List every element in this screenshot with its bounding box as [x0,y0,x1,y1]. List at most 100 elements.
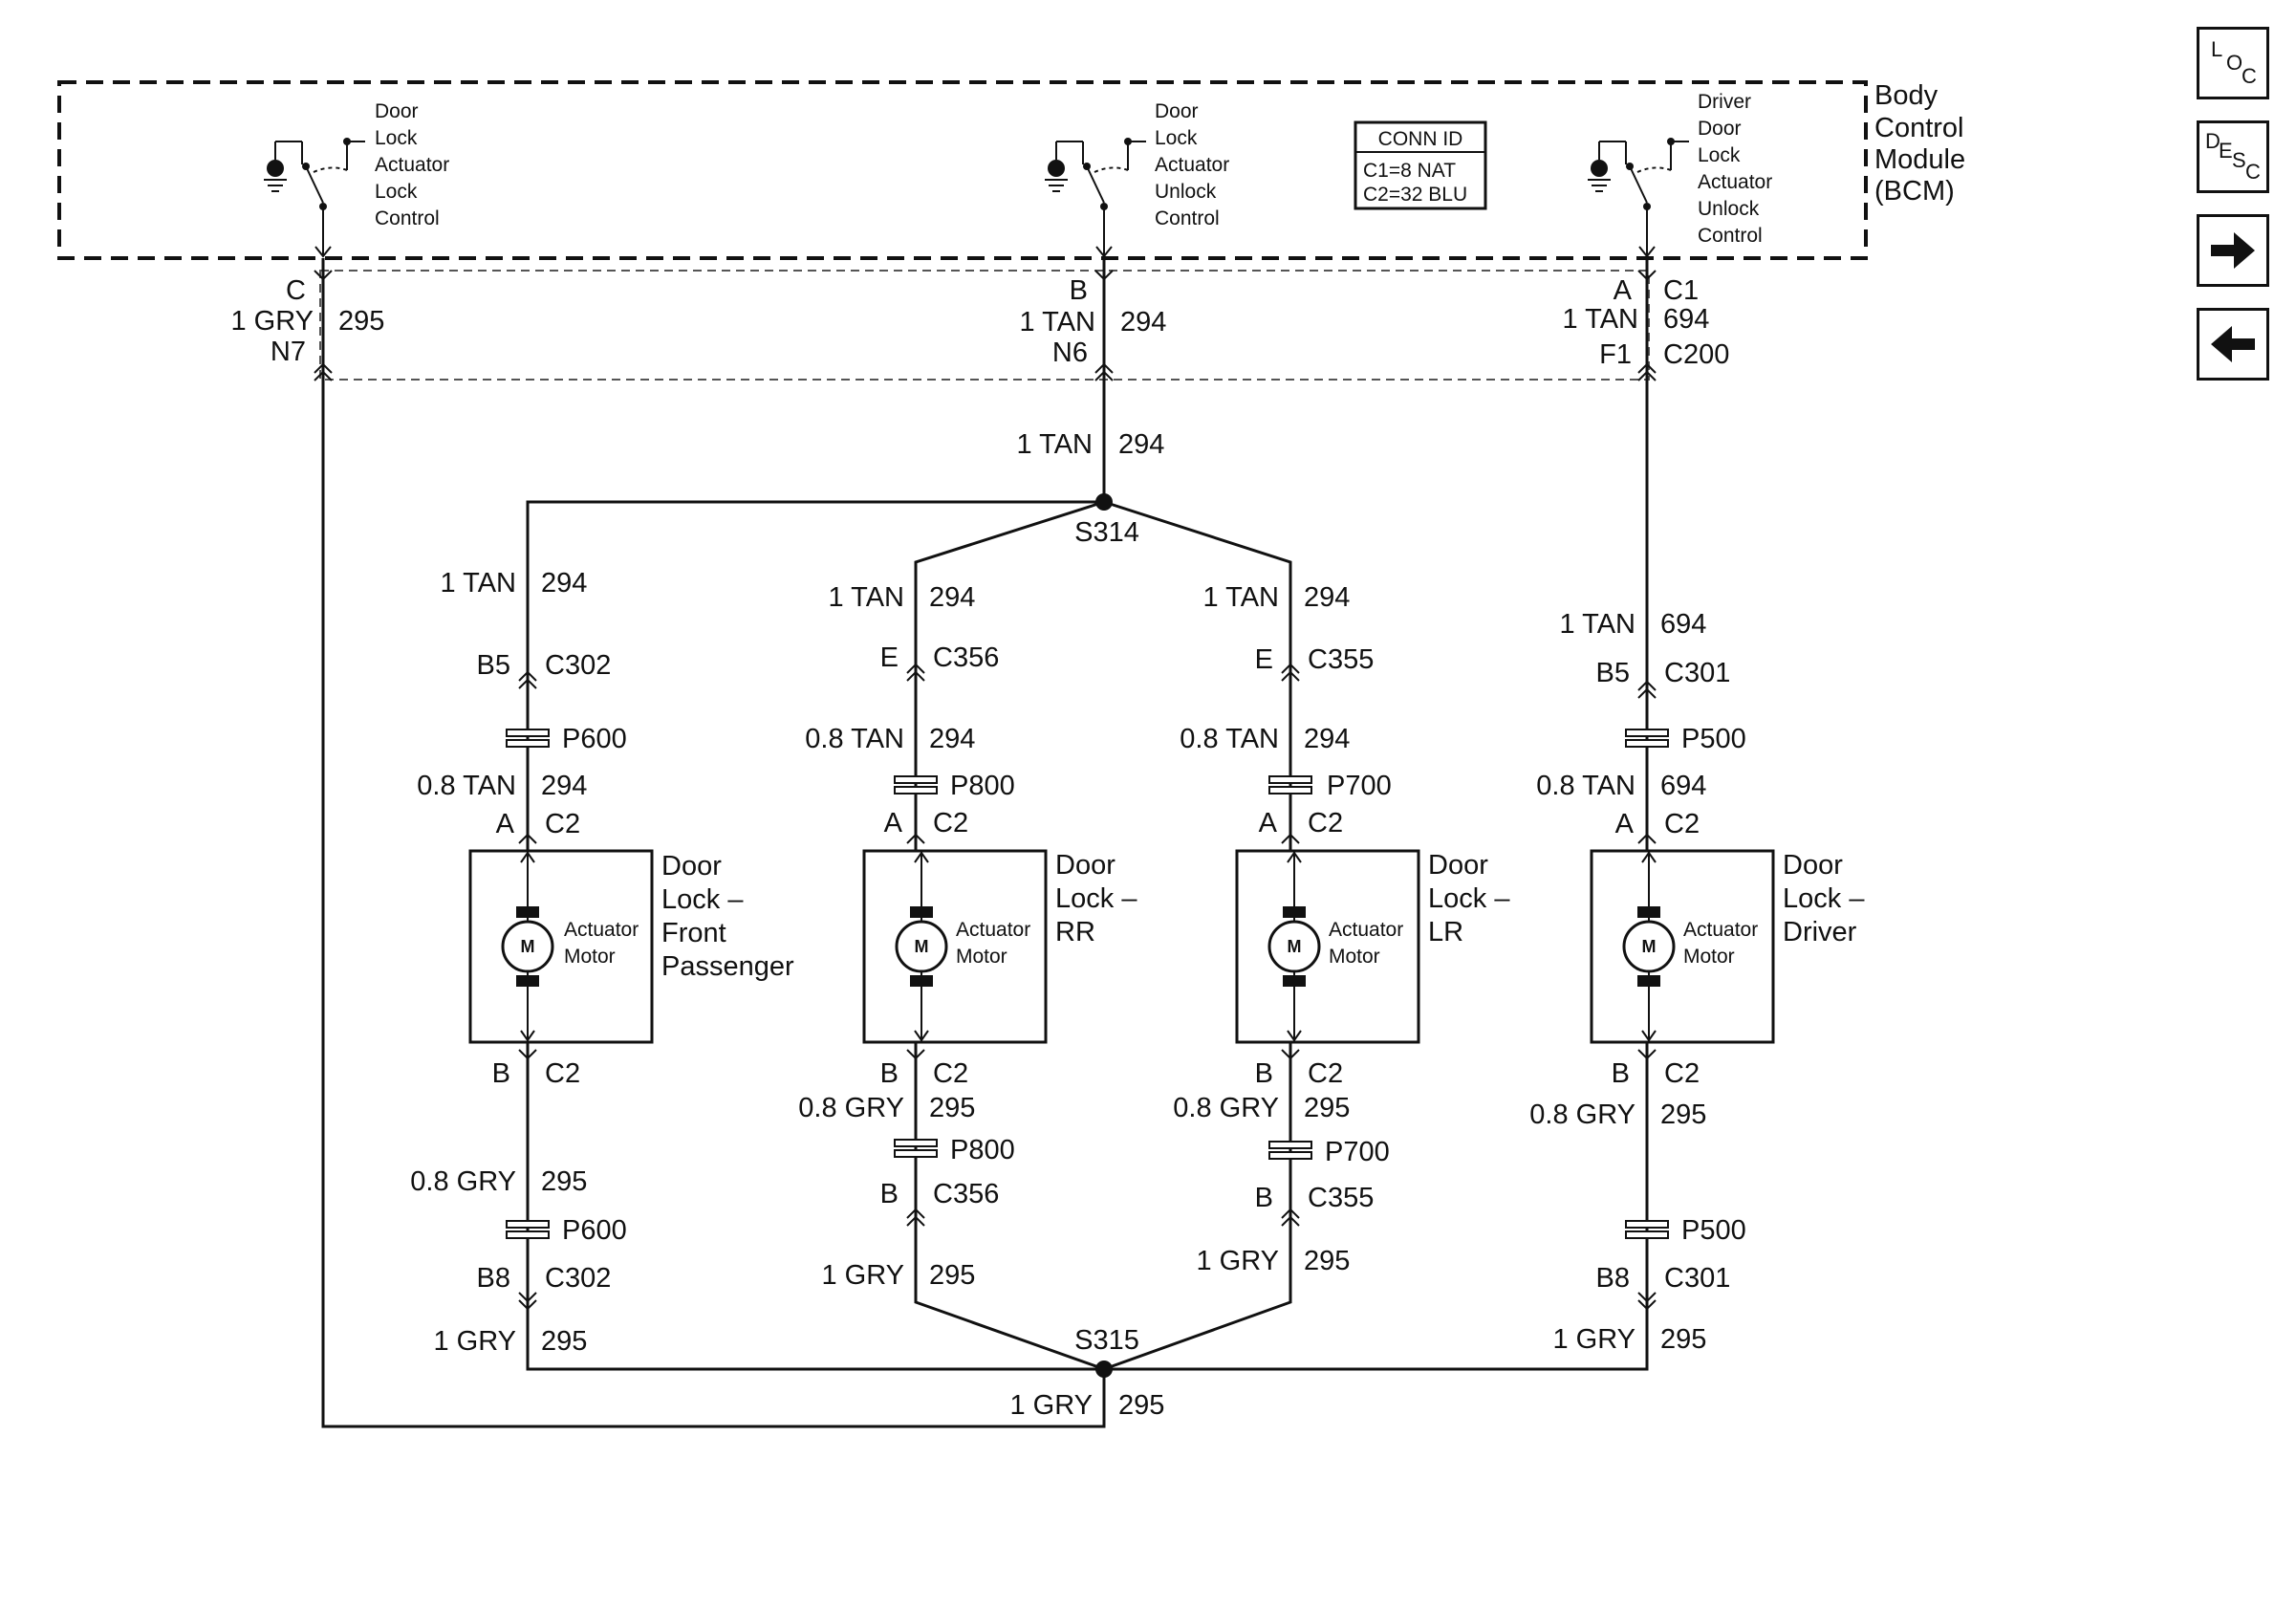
svg-text:B: B [880,1058,899,1089]
svg-text:C355: C355 [1308,1183,1374,1213]
svg-text:295: 295 [929,1093,975,1123]
unlock-control-switch: Door Lock Actuator Unlock Control [1045,100,1229,258]
svg-text:Control: Control [1155,207,1220,229]
svg-text:Door: Door [1055,850,1116,881]
svg-text:C302: C302 [545,650,611,681]
svg-text:E: E [2219,139,2233,163]
location-button[interactable]: L O C [2197,27,2269,99]
svg-text:C2: C2 [1664,1058,1700,1089]
svg-text:C2: C2 [933,808,968,838]
svg-text:B: B [880,1179,899,1209]
motor-symbol [1267,920,1321,973]
svg-text:B: B [1070,275,1088,306]
svg-text:B5: B5 [1596,658,1630,688]
svg-text:295: 295 [1660,1099,1706,1130]
next-button[interactable] [2197,214,2269,287]
svg-text:A: A [1615,809,1635,839]
svg-text:C: C [2242,64,2257,88]
svg-text:Lock –: Lock – [1055,883,1137,914]
svg-text:C1=8 NAT: C1=8 NAT [1363,160,1456,182]
svg-text:P500: P500 [1681,1215,1746,1246]
svg-text:Door: Door [661,851,722,882]
actuator-box [1235,849,1420,1044]
svg-text:S: S [2232,148,2246,172]
actuator-box [1590,849,1775,1044]
svg-text:295: 295 [1304,1093,1350,1123]
svg-text:295: 295 [1660,1324,1706,1355]
svg-text:Control: Control [1874,113,1964,143]
svg-text:N6: N6 [1052,337,1088,368]
svg-text:A: A [1614,275,1633,306]
svg-text:E: E [1255,644,1273,675]
svg-text:C301: C301 [1664,1263,1730,1294]
svg-text:0.8 GRY: 0.8 GRY [1529,1099,1635,1130]
svg-text:0.8 TAN: 0.8 TAN [417,771,516,801]
inline-pass-through-p700-upper [1268,775,1312,795]
door-front-passenger: 1 TAN 294 B5 C302 P600 0.8 TAN 294 A C2 … [410,568,794,1357]
svg-text:C2: C2 [933,1058,968,1089]
svg-text:Lock –: Lock – [1428,883,1510,914]
svg-text:294: 294 [1304,724,1350,754]
svg-text:Lock: Lock [375,127,418,149]
svg-text:1 TAN: 1 TAN [828,582,904,613]
svg-text:Door: Door [1783,850,1843,881]
motor-symbol [501,920,554,973]
svg-text:0.8 GRY: 0.8 GRY [1173,1093,1279,1123]
svg-text:1 GRY: 1 GRY [821,1260,904,1291]
svg-text:C2: C2 [1308,808,1343,838]
svg-text:C301: C301 [1664,658,1730,688]
svg-text:1 GRY: 1 GRY [1009,1390,1093,1421]
inline-pass-through-p800-lower [894,1139,938,1158]
conn-id-box: CONN ID C1=8 NAT C2=32 BLU [1354,120,1487,210]
svg-text:Driver: Driver [1698,91,1751,113]
svg-text:M: M [1288,937,1302,956]
svg-text:P600: P600 [562,1215,627,1246]
inline-pass-through-p500-upper [1625,729,1669,748]
previous-button[interactable] [2197,308,2269,381]
svg-text:C356: C356 [933,1179,999,1209]
svg-text:295: 295 [541,1326,587,1357]
svg-text:C355: C355 [1308,644,1374,675]
svg-text:1 GRY: 1 GRY [433,1326,516,1357]
svg-text:CONN ID: CONN ID [1378,128,1463,150]
svg-text:0.8 GRY: 0.8 GRY [798,1093,904,1123]
svg-text:1 GRY: 1 GRY [230,306,314,337]
svg-text:RR: RR [1055,917,1095,947]
svg-text:Lock: Lock [375,181,418,203]
splice-s315-label: S315 [1074,1325,1139,1356]
svg-text:M: M [1642,937,1657,956]
return-wire-label: 1 GRY 295 [1009,1390,1164,1421]
svg-text:0.8 GRY: 0.8 GRY [410,1166,516,1197]
door-left-rear: 1 TAN 294 E C355 0.8 TAN 294 P700 A C2 M… [1173,582,1510,1276]
svg-text:C200: C200 [1663,339,1729,370]
actuator-box [862,849,1048,1044]
svg-text:B5: B5 [477,650,510,681]
svg-text:M: M [521,937,535,956]
svg-text:Body: Body [1874,80,1939,111]
svg-text:C1: C1 [1663,275,1699,306]
svg-text:294: 294 [541,771,587,801]
svg-text:1 TAN: 1 TAN [1562,304,1638,335]
svg-text:Motor: Motor [564,946,616,968]
svg-text:694: 694 [1660,609,1706,640]
trunk-wire-label: 1 TAN 294 [1016,429,1164,460]
splice-s315 [1095,1361,1113,1378]
loc-icon: L O C [2211,37,2257,88]
description-button[interactable]: D E S C [2197,120,2269,193]
lock-control-switch: Door Lock Actuator Lock Control [264,100,449,258]
top-connector-a: A C1 1 TAN 694 F1 C200 [1562,275,1729,370]
svg-text:294: 294 [1118,429,1164,460]
svg-text:E: E [880,642,899,673]
svg-text:M: M [915,937,929,956]
svg-text:P800: P800 [950,771,1015,801]
c1-c2-connector-boundary [319,270,1650,381]
svg-text:C: C [2245,160,2261,184]
svg-text:N7: N7 [271,337,306,367]
top-connector-c: C 1 GRY 295 N7 [230,275,384,367]
svg-text:Module: Module [1874,144,1965,175]
svg-text:294: 294 [929,582,975,613]
inline-pass-through-p600-lower [506,1220,550,1239]
svg-text:295: 295 [1304,1246,1350,1276]
svg-text:P500: P500 [1681,724,1746,754]
